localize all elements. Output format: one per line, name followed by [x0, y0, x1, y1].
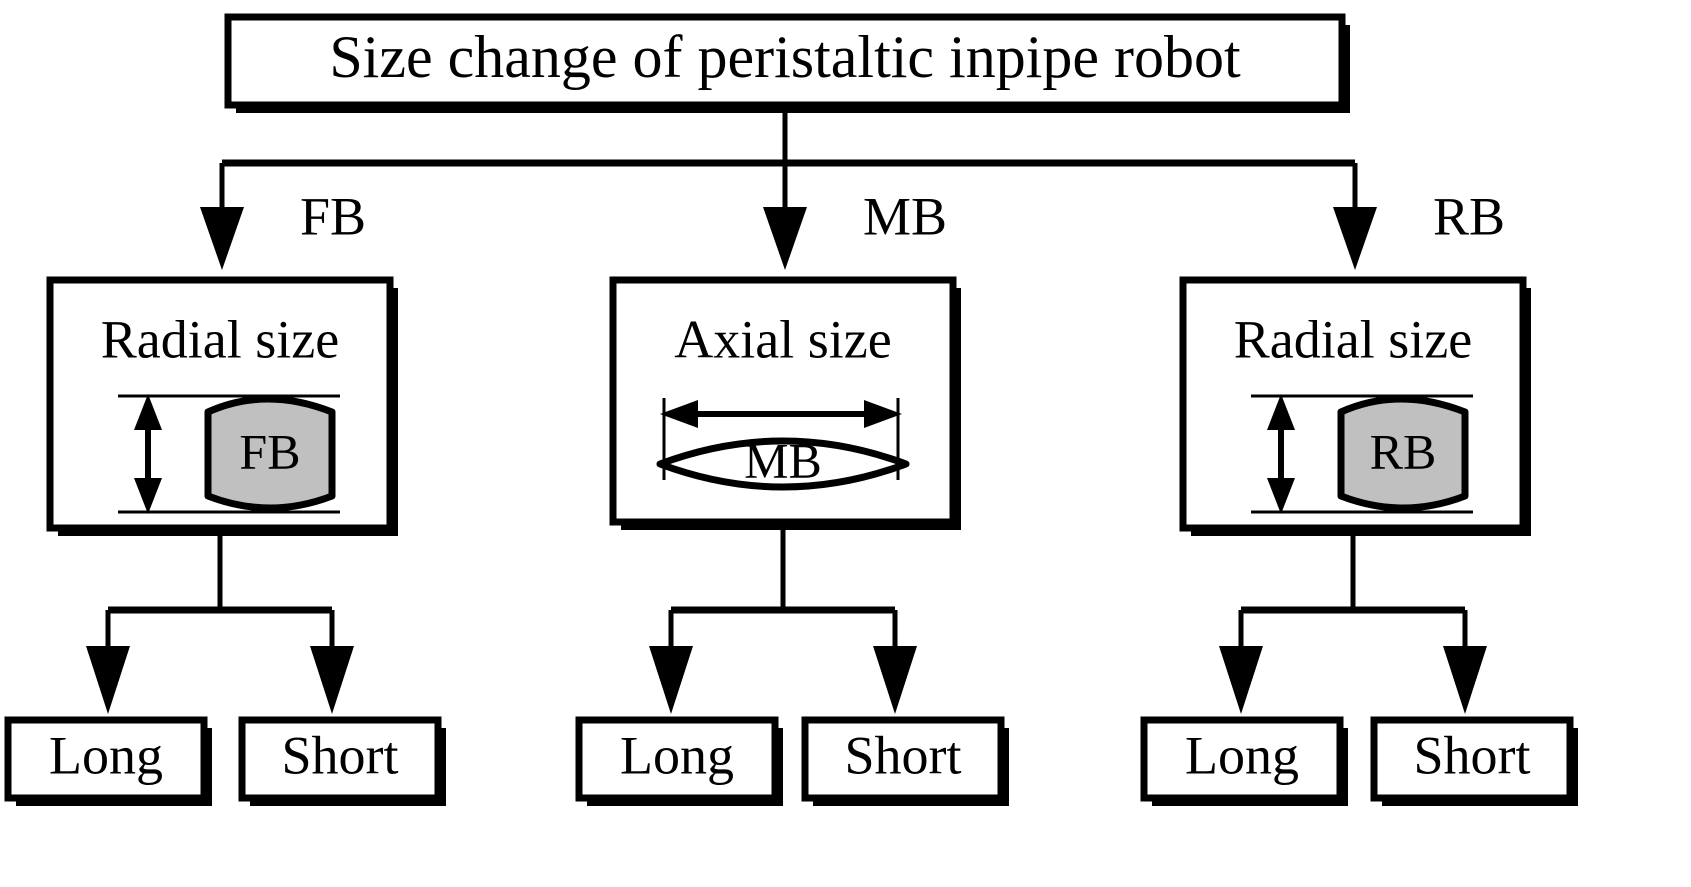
branch-label-rb: RB [1433, 186, 1505, 246]
branch-arrow-fb: FB [200, 163, 366, 270]
leaf-box-rb-long: Long [1140, 716, 1348, 806]
page-title: Size change of peristaltic inpipe robot [329, 24, 1241, 90]
size-box-title-mb: Axial size [674, 309, 891, 369]
robot-body-rb: RB [1337, 395, 1469, 512]
leaf-box-fb-short: Short [238, 716, 446, 806]
title-box: Size change of peristaltic inpipe robot [224, 13, 1350, 113]
leaf-label-fb-short: Short [281, 725, 398, 785]
size-box-title-fb: Radial size [101, 309, 339, 369]
leaf-connector-mb [649, 530, 917, 714]
leaf-connector-fb [86, 536, 354, 714]
branch-label-mb: MB [863, 186, 947, 246]
leaf-box-mb-long: Long [575, 716, 783, 806]
radial-measure-fb [118, 394, 340, 514]
robot-body-label-rb: RB [1370, 423, 1437, 479]
robot-body-label-mb: MB [744, 432, 822, 488]
axial-measure-mb [660, 398, 902, 480]
trunk-connector [222, 105, 1355, 167]
branch-label-fb: FB [300, 186, 366, 246]
leaf-label-rb-short: Short [1413, 725, 1530, 785]
leaf-box-mb-short: Short [801, 716, 1009, 806]
leaf-label-mb-short: Short [844, 725, 961, 785]
robot-body-fb: FB [204, 395, 336, 512]
leaf-label-fb-long: Long [49, 725, 163, 785]
size-box-title-rb: Radial size [1234, 309, 1472, 369]
robot-body-mb: MB [656, 432, 910, 491]
branch-arrow-mb: MB [763, 163, 947, 270]
leaf-box-fb-long: Long [4, 716, 212, 806]
robot-body-label-fb: FB [239, 423, 300, 479]
leaf-connector-rb [1219, 536, 1487, 714]
branch-arrow-rb: RB [1333, 163, 1505, 270]
leaf-label-mb-long: Long [620, 725, 734, 785]
size-box-mb: Axial size MB [609, 276, 961, 530]
radial-measure-rb [1251, 394, 1473, 514]
size-box-fb: Radial size FB [46, 276, 398, 536]
size-box-rb: Radial size RB [1179, 276, 1531, 536]
leaf-label-rb-long: Long [1185, 725, 1299, 785]
leaf-box-rb-short: Short [1370, 716, 1578, 806]
